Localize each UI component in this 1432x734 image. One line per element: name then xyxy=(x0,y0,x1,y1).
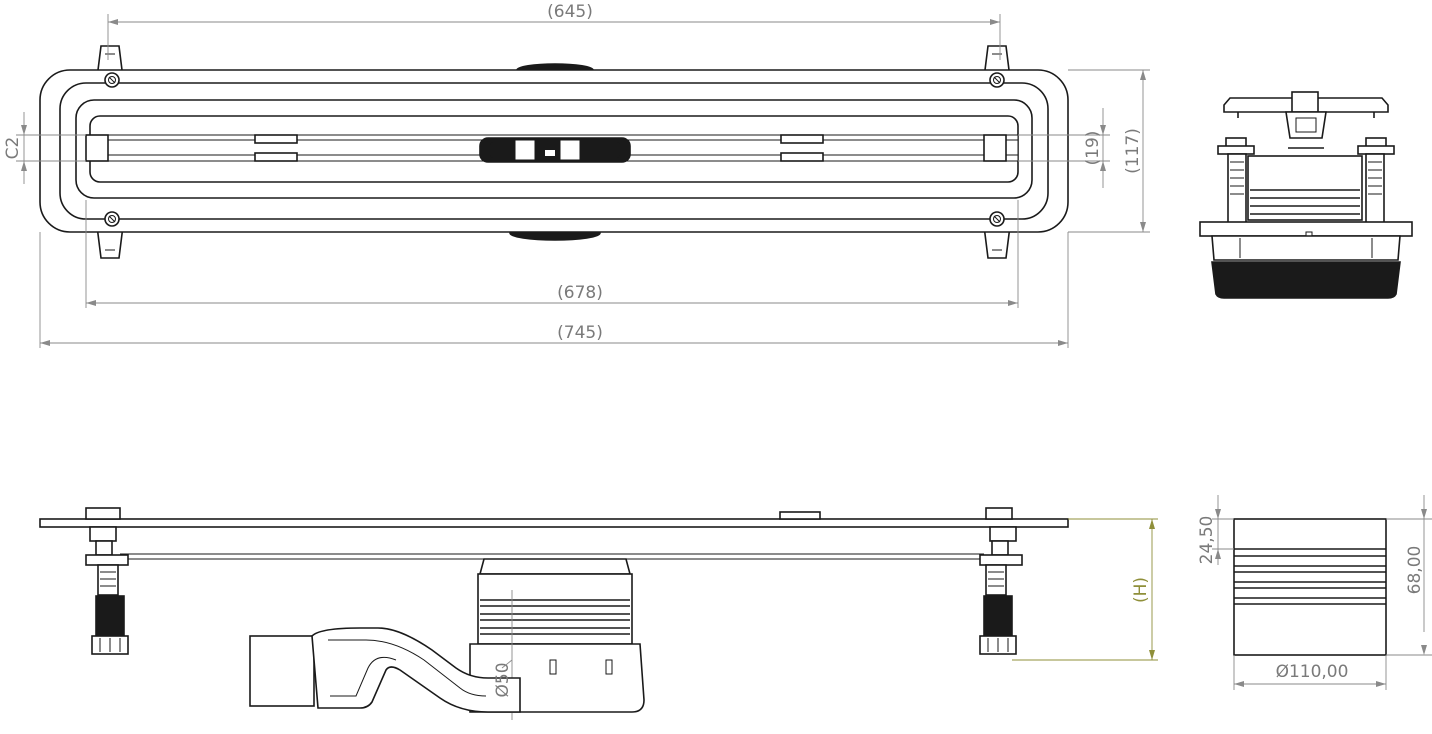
screw-icon xyxy=(104,72,120,88)
dimension-19: (19) xyxy=(1018,108,1110,188)
center-trap xyxy=(479,137,631,163)
dimension-text: 24,50 xyxy=(1197,516,1217,565)
channel-outline xyxy=(75,99,1033,199)
dimension-diameter-110: Ø110,00 xyxy=(1233,655,1387,690)
dimension-text: (645) xyxy=(547,2,593,22)
top-view: (645) (678) (745) (117) xyxy=(3,2,1150,348)
dimension-745: (745) xyxy=(39,232,1069,348)
dimension-text: Ø110,00 xyxy=(1276,662,1349,682)
dimension-68-00: 68,00 xyxy=(1386,495,1432,656)
grate-clip xyxy=(780,152,824,162)
grate-clip xyxy=(254,152,298,162)
dimension-678: (678) xyxy=(85,200,1019,308)
end-view-bottom: 24,50 68,00 Ø110,00 xyxy=(1197,495,1432,690)
side-plate xyxy=(39,518,1069,528)
side-view: Ø50 (H) xyxy=(39,507,1158,720)
dimension-text: (19) xyxy=(1083,131,1103,166)
dimension-645: (645) xyxy=(107,2,1001,60)
dimension-text: (745) xyxy=(557,323,603,343)
grate-clip xyxy=(254,134,298,144)
grate-end-right xyxy=(983,134,1007,162)
dimension-text: (678) xyxy=(557,283,603,303)
end-view-top xyxy=(1199,91,1413,299)
dimension-text: (117) xyxy=(1123,128,1143,174)
dimension-h: (H) xyxy=(1012,518,1158,661)
flange-inner-edge xyxy=(59,82,1049,220)
dimension-c2: C2 xyxy=(3,112,86,184)
screw-icon xyxy=(989,211,1005,227)
grate-clip xyxy=(780,134,824,144)
dimension-text: C2 xyxy=(3,137,23,160)
screw-icon xyxy=(104,211,120,227)
dimension-text: Ø50 xyxy=(493,662,513,697)
dimension-117: (117) xyxy=(1068,69,1150,233)
grate-end-left xyxy=(85,134,109,162)
leveling-foot xyxy=(979,526,1023,655)
screw-icon xyxy=(989,72,1005,88)
dimension-text: (H) xyxy=(1131,577,1151,603)
outlet-pipe xyxy=(249,627,521,713)
dimension-24-50: 24,50 xyxy=(1197,495,1234,565)
leveling-foot xyxy=(85,526,129,655)
dimension-text: 68,00 xyxy=(1405,546,1425,595)
